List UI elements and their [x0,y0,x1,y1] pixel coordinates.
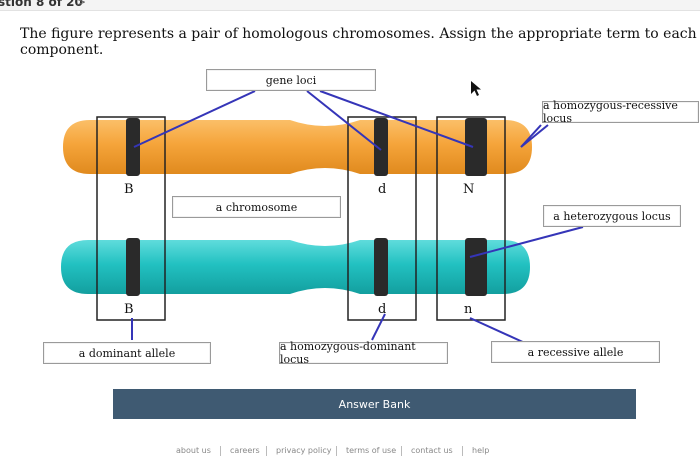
recessive-allele-label[interactable]: a recessive allele [491,341,660,363]
heterozygous-locus-label[interactable]: a heterozygous locus [543,205,681,227]
allele-top-B: B [124,182,134,197]
question-counter: stion 8 of 20 [0,0,83,9]
band-top-d [374,118,388,176]
gene-loci-label[interactable]: gene loci [206,69,376,91]
allele-top-d: d [378,182,387,197]
question-text: The figure represents a pair of homologo… [20,26,697,58]
footer-link-terms[interactable]: terms of use [346,446,397,455]
orange-chromosome [63,120,532,174]
footer-link-about[interactable]: about us [176,446,211,455]
footer-link-help[interactable]: help [472,446,490,455]
dominant-allele-label[interactable]: a dominant allele [43,342,211,364]
band-bottom-d [374,238,388,296]
connector-lines [131,90,584,344]
allele-bottom-B: B [124,302,134,317]
allele-top-N: N [463,182,475,197]
allele-bottom-d: d [378,302,387,317]
allele-bottom-n: n [464,302,473,317]
top-bar: stion 8 of 20 > [0,0,700,11]
teal-chromosome [61,240,530,294]
band-bottom-n [465,238,487,296]
footer-link-contact[interactable]: contact us [411,446,453,455]
footer-links: about us careers privacy policy terms of… [0,446,700,458]
band-top-B [126,118,140,176]
homozygous-recessive-locus-label[interactable]: a homozygous-recessive locus [542,99,699,125]
chromosome-label[interactable]: a chromosome [172,196,341,218]
locus-box-N [436,116,506,321]
footer-link-privacy[interactable]: privacy policy [276,446,332,455]
homozygous-dominant-locus-label[interactable]: a homozygous-dominant locus [279,340,448,366]
mouse-cursor-icon [471,81,481,96]
next-question-chevron-icon[interactable]: > [76,0,87,9]
footer-link-careers[interactable]: careers [230,446,260,455]
band-top-N [465,118,487,176]
answer-bank-header: Answer Bank [113,389,636,419]
band-bottom-B [126,238,140,296]
